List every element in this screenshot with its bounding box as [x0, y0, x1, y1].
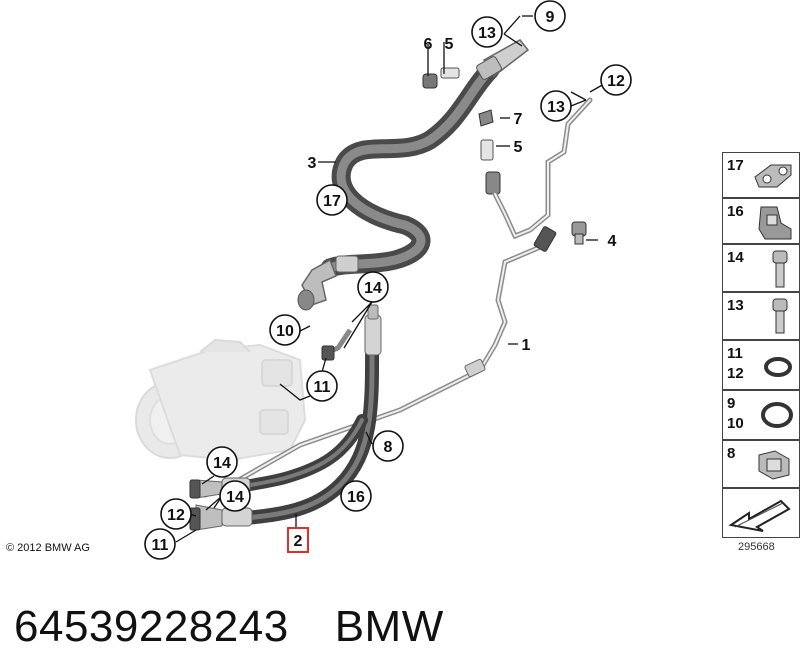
callout-14-low: 14 [219, 480, 251, 512]
svg-text:2: 2 [294, 533, 303, 550]
legend-cell-11-12: 11 12 [722, 340, 800, 390]
callout-11-left: 11 [144, 528, 176, 560]
svg-text:17: 17 [323, 193, 341, 210]
legend-label-8: 8 [727, 445, 736, 462]
brand-name: BMW [334, 602, 444, 651]
bracket-icon [758, 206, 792, 240]
callout-13-top: 13 [471, 16, 503, 48]
legend-label-17: 17 [727, 157, 744, 174]
legend-label-11: 11 [727, 345, 743, 362]
pressure-hose-2 [189, 304, 382, 531]
legend-cell-14: 14 [722, 244, 800, 292]
diagram-arrow-icon [728, 499, 791, 532]
callout-16: 16 [340, 480, 372, 512]
callout-5-mid: 5 [514, 139, 523, 156]
svg-text:16: 16 [347, 489, 365, 506]
svg-text:8: 8 [384, 439, 393, 456]
legend-label-12: 12 [727, 365, 744, 382]
svg-text:1: 1 [522, 337, 531, 354]
screw-icon [772, 298, 788, 334]
leader-lines [175, 15, 605, 543]
svg-text:13: 13 [478, 25, 496, 42]
legend-label-14: 14 [727, 249, 744, 266]
legend-cell-16: 16 [722, 198, 800, 244]
svg-text:7: 7 [514, 111, 523, 128]
callout-10: 10 [269, 314, 301, 346]
callout-7: 7 [514, 111, 523, 128]
legend-cell-9-10: 9 10 [722, 390, 800, 440]
svg-text:4: 4 [608, 233, 617, 250]
callout-13-right: 13 [540, 90, 572, 122]
legend-cell-17: 17 [722, 152, 800, 198]
fittings-top [422, 67, 587, 245]
svg-text:14: 14 [213, 455, 231, 472]
callout-6: 6 [424, 36, 433, 53]
svg-text:6: 6 [424, 36, 433, 53]
suction-hose-3 [297, 39, 530, 311]
callout-14-left: 14 [206, 446, 238, 478]
svg-text:12: 12 [167, 507, 185, 524]
callout-1: 1 [522, 337, 531, 354]
diagram-id: 295668 [738, 541, 775, 553]
callout-17: 17 [316, 184, 348, 216]
pressure-pipe-1 [202, 97, 593, 498]
legend-label-10: 10 [727, 415, 744, 432]
svg-text:11: 11 [152, 537, 169, 554]
parts-diagram: 13 9 6 5 12 13 7 5 4 3 17 1 14 10 [135, 0, 632, 560]
callout-2-highlighted[interactable]: 2 [287, 527, 309, 553]
callout-4: 4 [608, 233, 617, 250]
part-number: 64539228243 [14, 602, 289, 651]
caption-bar: 64539228243 BMW [0, 582, 800, 672]
ac-compressor-drawing [135, 338, 307, 462]
bolt-icon [772, 250, 788, 288]
svg-text:5: 5 [514, 139, 523, 156]
svg-text:13: 13 [547, 99, 565, 116]
pipe-clip-icon [758, 450, 790, 480]
copyright-notice: © 2012 BMW AG [6, 542, 90, 554]
callout-9: 9 [534, 0, 566, 32]
callout-3: 3 [308, 155, 317, 172]
o-ring-large-icon [761, 402, 793, 428]
svg-text:3: 3 [308, 155, 317, 172]
svg-text:9: 9 [546, 9, 555, 26]
callout-12-left: 12 [160, 498, 192, 530]
callout-14-top: 14 [357, 271, 389, 303]
legend-label-16: 16 [727, 203, 744, 220]
legend-label-13: 13 [727, 297, 744, 314]
svg-text:12: 12 [607, 73, 625, 90]
callout-5-top: 5 [445, 36, 454, 53]
legend-cell-arrow [722, 488, 800, 538]
svg-text:14: 14 [364, 280, 382, 297]
callout-11-mid: 11 [306, 370, 338, 402]
clamp-icon [754, 164, 792, 188]
legend-cell-8: 8 [722, 440, 800, 488]
callout-12-right: 12 [600, 64, 632, 96]
svg-text:14: 14 [226, 489, 244, 506]
legend-label-9: 9 [727, 395, 736, 412]
callout-8: 8 [372, 430, 404, 462]
svg-text:11: 11 [314, 379, 331, 396]
svg-text:10: 10 [276, 323, 294, 340]
legend-cell-13: 13 [722, 292, 800, 340]
o-ring-small-icon [764, 357, 792, 377]
svg-text:5: 5 [445, 36, 454, 53]
